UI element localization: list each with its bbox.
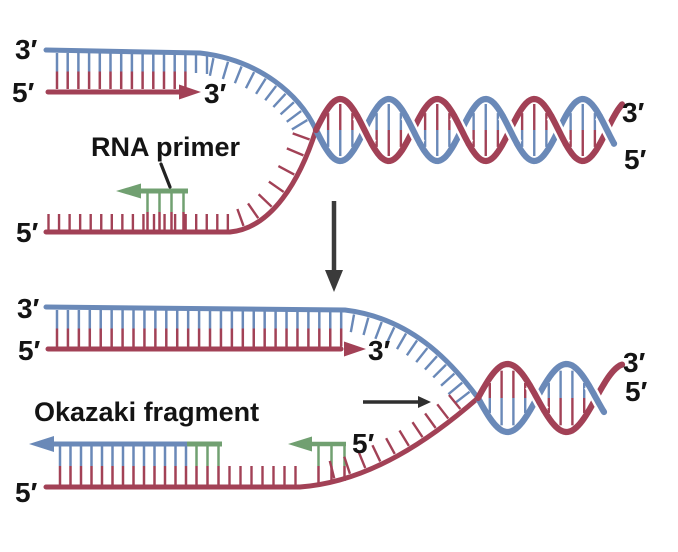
unpaired-base-tick [374,321,383,340]
unpaired-base-tick [398,429,410,447]
down-arrow-head [325,270,343,292]
unpaired-base-tick [286,147,304,157]
unpaired-base-tick [448,394,462,410]
okazaki-arrowhead [29,436,54,452]
unpaired-base-tick [272,93,287,108]
unpaired-base-tick [244,71,256,89]
okazaki-fragment-label: Okazaki fragment [34,397,259,427]
bottom-helix-3prime-label: 3′ [623,347,646,378]
unpaired-base-tick [264,85,278,101]
bottom-helix-crossing-over [526,382,548,414]
unpaired-base-tick [362,317,370,336]
unpaired-base-tick [291,119,308,131]
bottom-helix-crossing-over [585,382,607,414]
unpaired-base-tick [279,101,295,116]
unpaired-base-tick [424,355,438,371]
unpaired-base-tick [257,193,273,208]
unpaired-base-tick [328,460,336,479]
unpaired-base-tick [208,57,215,77]
unpaired-base-tick [432,363,447,379]
unpaired-base-tick [236,208,245,227]
unpaired-base-tick [395,332,408,350]
unpaired-base-tick [440,372,456,387]
unpaired-base-tick [221,61,230,80]
bottom-primer-5prime-label: 5′ [352,428,375,459]
fork-direction-arrow-head [418,396,431,408]
unpaired-base-tick [447,381,464,396]
top-helix-crossing-over [451,113,472,147]
bottom-blue-template-strand [43,304,481,401]
bottom-leading-5prime-label: 5′ [18,335,41,366]
unpaired-base-tick [385,437,396,455]
unpaired-base-tick [233,65,243,84]
unpaired-base-tick [247,202,260,219]
bottom-lagging-5prime-label: 5′ [15,477,38,508]
top-red-template-strand [43,127,319,235]
unpaired-base-tick [255,78,267,95]
unpaired-base-tick [436,403,450,420]
unpaired-base-tick [357,450,367,469]
rna-primer-pointer-line [159,162,172,189]
top-leading-arrowhead [179,84,201,100]
rna-primer-arrowhead [116,183,141,199]
rna-primer2-arrowhead [288,436,312,452]
top-template-3prime-label: 3′ [15,34,38,65]
bottom-leading-arrowhead [344,341,366,357]
diagram-labels: 3′ 5′ 3′ RNA primer 5′ 3′ 5′ 3′ 5′ 3′ Ok… [12,34,648,508]
top-helix-3prime-label: 3′ [622,97,645,128]
unpaired-base-tick [411,421,424,438]
top-helix-crossing-over [499,113,521,147]
top-helix-crossing-over [402,113,424,147]
top-helix-5prime-label: 5′ [624,144,647,175]
bottom-template-3prime-label: 3′ [17,293,40,324]
rna-primer-label: RNA primer [91,132,241,162]
top-helix-crossing-over [354,113,375,147]
unpaired-base-tick [405,339,419,356]
unpaired-base-tick [277,165,295,176]
unpaired-base-tick [292,132,311,141]
diagram-artwork [29,47,626,490]
unpaired-base-tick [286,110,302,123]
top-leading-3prime-label: 3′ [204,78,227,109]
unpaired-base-tick [349,314,356,333]
top-helix-crossing-over [548,113,569,147]
unpaired-base-tick [424,412,437,429]
unpaired-base-tick [268,180,285,193]
bottom-helix-blue-strand [474,360,608,436]
unpaired-base-tick [454,390,471,404]
unpaired-base-tick [385,326,396,345]
top-helix-crossing-over [596,113,618,147]
bottom-helix-5prime-label: 5′ [625,376,648,407]
top-leading-5prime-label: 5′ [12,77,35,108]
top-lagging-5prime-label: 5′ [16,217,39,248]
bottom-leading-3prime-label: 3′ [368,335,391,366]
unpaired-base-tick [415,347,429,363]
unpaired-base-tick [343,456,352,475]
bottom-red-template-strand [43,395,481,490]
top-blue-template-strand [43,47,319,133]
unpaired-base-tick [371,444,382,462]
